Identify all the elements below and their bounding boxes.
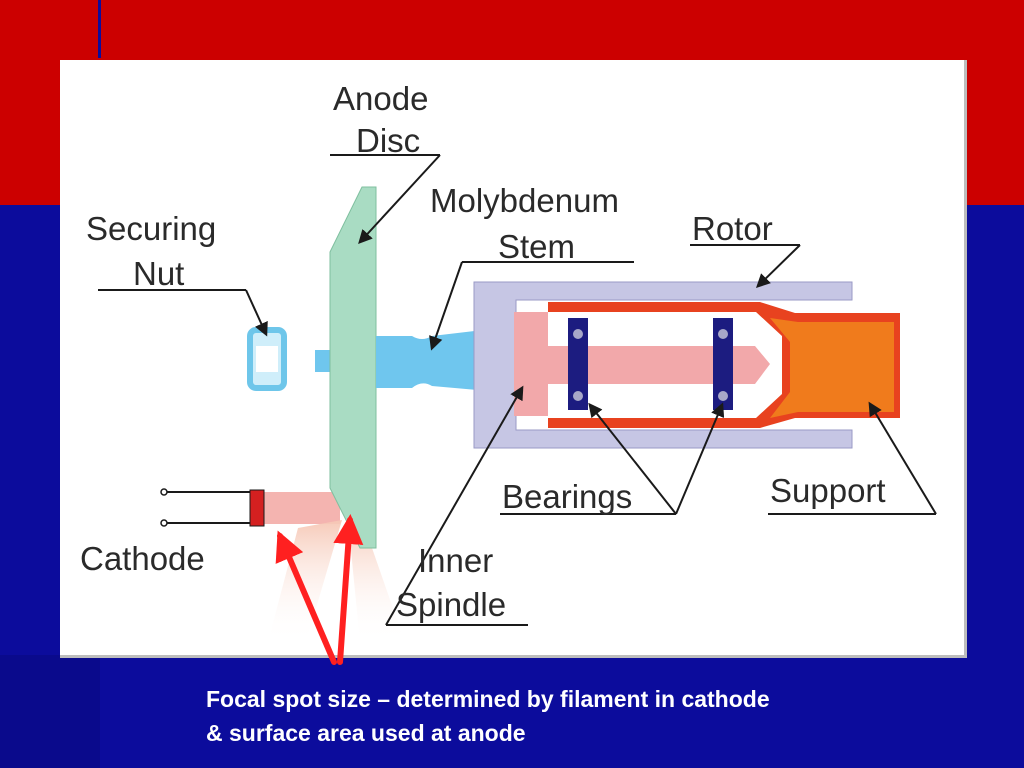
inner-spindle-shaft xyxy=(540,346,770,384)
label-inner-line2: Spindle xyxy=(396,586,506,623)
label-support: Support xyxy=(770,472,886,509)
rotor-arrow xyxy=(755,244,801,288)
caption-line2: & surface area used at anode xyxy=(206,720,526,746)
rotor-housing xyxy=(473,281,853,449)
label-cathode: Cathode xyxy=(80,540,205,577)
label-bearings: Bearings xyxy=(502,478,632,515)
bearings-arrow-left xyxy=(588,402,677,515)
securing-nut-arrow xyxy=(245,289,268,337)
label-securing-line1: Securing xyxy=(86,210,216,247)
xray-beam-left xyxy=(268,520,342,642)
anode-disc-arrow xyxy=(358,154,441,245)
cathode-cup xyxy=(249,489,265,527)
support-arrow xyxy=(868,401,937,515)
xray-beam-right xyxy=(348,520,404,642)
anode-disc xyxy=(329,186,377,549)
label-anode-line2: Disc xyxy=(356,122,420,159)
label-molybdenum-line1: Molybdenum xyxy=(430,182,619,219)
focal-arrow-anode xyxy=(333,514,364,665)
background-dark-corner xyxy=(0,655,100,768)
molybdenum-stem-arrow xyxy=(429,261,463,351)
label-securing-line2: Nut xyxy=(133,255,184,292)
slide-caption: Focal spot size – determined by filament… xyxy=(206,682,986,750)
inner-spindle-arrow xyxy=(385,385,524,626)
label-anode-line1: Anode xyxy=(333,80,428,117)
label-rotor: Rotor xyxy=(692,210,773,247)
label-molybdenum-line2: Stem xyxy=(498,228,575,265)
stem-stub xyxy=(315,350,333,372)
molybdenum-stem xyxy=(376,328,500,392)
bearings-arrow-right xyxy=(675,402,725,515)
focal-arrow-cathode xyxy=(275,530,337,665)
support xyxy=(770,318,894,418)
bearing-left xyxy=(568,318,588,410)
background-divider-line xyxy=(98,0,101,58)
caption-line1: Focal spot size – determined by filament… xyxy=(206,686,770,712)
label-inner-line1: Inner xyxy=(418,542,493,579)
bearing-right xyxy=(713,318,733,410)
electron-beam xyxy=(262,492,340,524)
